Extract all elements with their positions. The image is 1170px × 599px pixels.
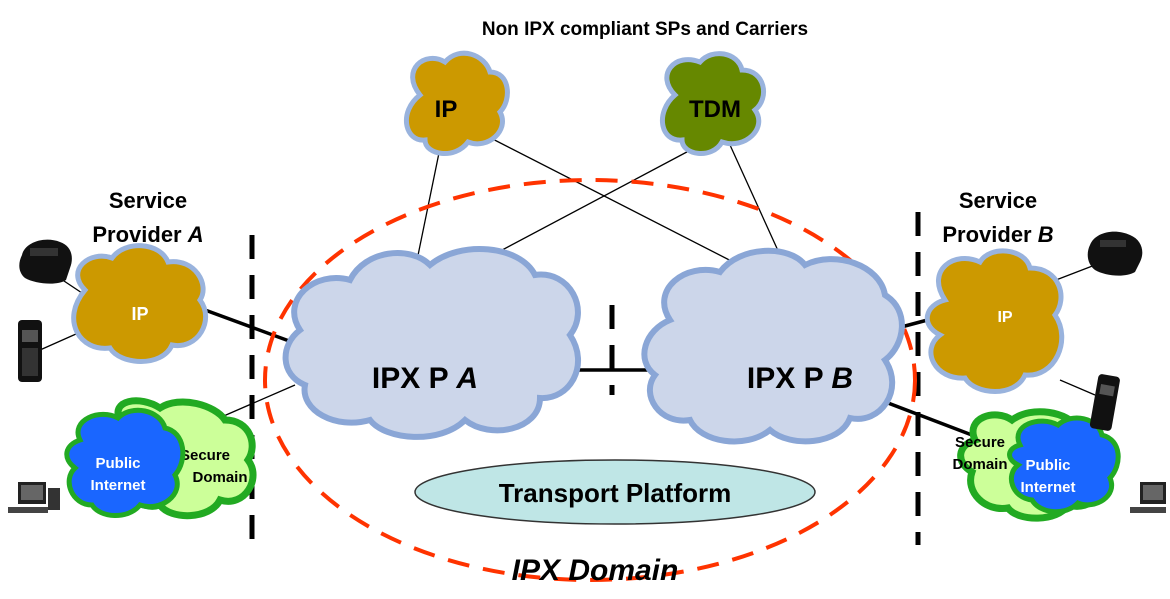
ipx-a-letter: A xyxy=(455,362,478,395)
link-top-ip-to-ipx-a xyxy=(414,147,441,271)
link-mobile-b xyxy=(1059,379,1096,396)
ipx-domain-label: IPX Domain xyxy=(512,554,679,587)
sp-b-label-line2: Provider xyxy=(942,222,1032,247)
link-ipx-b-to-sp-b-secure[interactable] xyxy=(879,398,986,442)
link-top-ip-to-ipx-b xyxy=(474,129,746,269)
ipx-a-label: IPX P xyxy=(372,362,448,395)
sp-b-secure-domain-line1: Secure xyxy=(955,434,1005,451)
diagram-title: Non IPX compliant SPs and Carriers xyxy=(482,19,808,40)
sp-b-ip-cloud[interactable]: IP xyxy=(925,248,1065,394)
mobile-phone-icon xyxy=(1089,374,1120,431)
sp-b-label-letter: B xyxy=(1038,222,1054,247)
link-tdm-to-ipx-b xyxy=(729,144,781,256)
tdm-cloud[interactable]: TDM xyxy=(659,51,766,156)
sp-b-secure-domain-line2: Domain xyxy=(952,456,1007,473)
computer-icon xyxy=(8,482,60,513)
sp-a-public-internet-line2: Internet xyxy=(90,477,145,494)
ipx-provider-a-cloud[interactable]: IPX P A xyxy=(282,246,582,440)
computer-icon xyxy=(1130,482,1166,513)
sp-a-label-line2: Provider xyxy=(92,222,182,247)
top-ip-label: IP xyxy=(435,96,458,123)
sp-b-public-internet-cloud[interactable]: Public Internet xyxy=(1007,415,1121,515)
sp-a-label-letter: A xyxy=(187,222,204,247)
sp-b-public-internet-line2: Internet xyxy=(1020,479,1075,496)
sp-b-public-internet-line1: Public xyxy=(1025,457,1070,474)
svg-text:Provider A: Provider A xyxy=(92,222,203,247)
mobile-phone-icon xyxy=(18,320,42,382)
svg-text:IPX P B: IPX P B xyxy=(747,362,853,395)
tdm-label: TDM xyxy=(689,96,741,123)
service-provider-a-label: Service Provider A xyxy=(92,188,203,247)
sp-a-ip-cloud[interactable]: IP xyxy=(71,243,208,364)
sp-a-public-internet-cloud[interactable]: Public Internet xyxy=(64,407,186,518)
phone-icon xyxy=(1087,231,1143,276)
svg-text:IPX P A: IPX P A xyxy=(372,362,478,395)
top-ip-cloud[interactable]: IP xyxy=(403,50,510,157)
ipx-provider-b-cloud[interactable]: IPX P B xyxy=(641,247,905,445)
transport-platform[interactable]: Transport Platform xyxy=(414,459,816,525)
ipx-domain-ellipse xyxy=(263,178,917,582)
phone-icon xyxy=(19,239,72,284)
sp-a-public-internet-line1: Public xyxy=(95,455,140,472)
ipx-b-label: IPX P xyxy=(747,362,823,395)
ipx-b-letter: B xyxy=(831,362,853,395)
sp-b-label-line1: Service xyxy=(959,188,1037,213)
sp-a-secure-domain-line2: Domain xyxy=(192,469,247,486)
sp-a-ip-label: IP xyxy=(131,304,148,324)
sp-a-label-line1: Service xyxy=(109,188,187,213)
svg-text:Provider B: Provider B xyxy=(942,222,1053,247)
transport-platform-label: Transport Platform xyxy=(499,478,732,508)
sp-a-secure-domain-line1: Secure xyxy=(180,447,230,464)
sp-b-ip-label: IP xyxy=(997,309,1012,326)
service-provider-b-label: Service Provider B xyxy=(942,188,1053,247)
